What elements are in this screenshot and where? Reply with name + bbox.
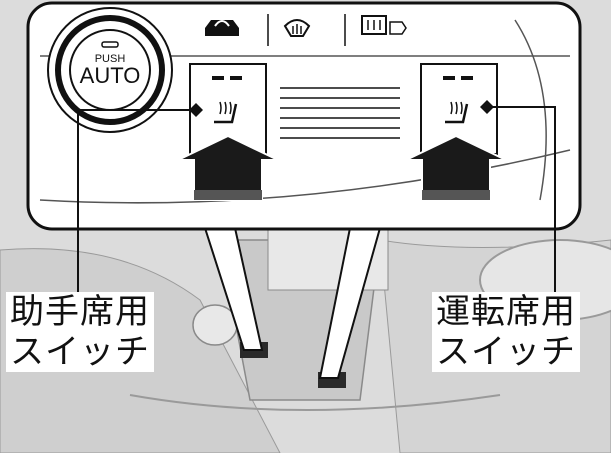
panel-bottom-curve — [39, 149, 571, 204]
console-knob — [192, 304, 238, 346]
center-vent-slats — [280, 87, 400, 139]
passenger-switch-label: 助手席用 スイッチ — [6, 292, 154, 372]
passenger-indicator-1 — [212, 76, 224, 80]
driver-press-arrow — [405, 134, 507, 201]
passenger-label-line2: スイッチ — [10, 332, 150, 372]
driver-indicator-2 — [461, 76, 473, 80]
recirculation-car-icon — [205, 20, 239, 36]
driver-label-line2: スイッチ — [436, 332, 576, 372]
passenger-press-arrow — [177, 134, 279, 201]
lower-rail — [129, 394, 501, 411]
driver-switch-label: 運転席用 スイッチ — [432, 292, 580, 372]
driver-seat-heater-icon — [445, 101, 469, 124]
passenger-indicator-2 — [230, 76, 242, 80]
passenger-seat-heater-icon — [214, 101, 238, 124]
driver-leader-line — [487, 106, 556, 292]
passenger-label-line1: 助手席用 — [10, 292, 150, 332]
knob-push-label: PUSH — [95, 53, 126, 65]
rear-defrost-icon — [361, 15, 407, 35]
auto-indicator-light — [101, 41, 119, 48]
passenger-leader-line — [77, 109, 196, 292]
knob-auto-label: AUTO — [80, 63, 141, 88]
front-defrost-icon — [283, 19, 311, 37]
driver-indicator-1 — [443, 76, 455, 80]
driver-label-line1: 運転席用 — [436, 292, 576, 332]
panel-right-curve — [514, 19, 547, 201]
